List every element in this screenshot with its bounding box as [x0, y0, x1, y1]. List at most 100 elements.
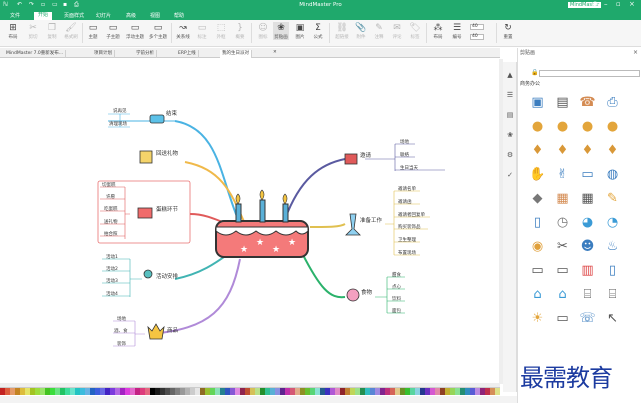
- color-swatch[interactable]: [300, 388, 305, 395]
- color-swatch[interactable]: [205, 388, 210, 395]
- coin-icon[interactable]: ●: [581, 119, 594, 134]
- color-palette[interactable]: [0, 387, 500, 395]
- color-swatch[interactable]: [280, 388, 285, 395]
- monitor-icon[interactable]: ▭: [531, 263, 544, 278]
- clipart-tool-icon[interactable]: ❀: [507, 131, 513, 139]
- color-swatch[interactable]: [40, 388, 45, 395]
- child-node[interactable]: 饮料: [392, 297, 401, 302]
- pencil-icon[interactable]: ✎: [607, 191, 618, 206]
- task-icon[interactable]: ✓: [507, 171, 513, 179]
- comment-button[interactable]: ✉评论: [389, 22, 405, 40]
- undo-icon[interactable]: ↶: [17, 1, 23, 8]
- image-button[interactable]: ▣图片: [292, 22, 308, 40]
- child-node[interactable]: 布置现场: [398, 251, 416, 256]
- color-swatch[interactable]: [305, 388, 310, 395]
- color-swatch[interactable]: [190, 388, 195, 395]
- doc-tab-3[interactable]: 学前分析: [134, 50, 157, 58]
- money-bag-icon[interactable]: ♦: [556, 143, 569, 158]
- color-swatch[interactable]: [445, 388, 450, 395]
- subtopic-button[interactable]: ▭子主题: [106, 23, 120, 40]
- open-icon[interactable]: ▭: [52, 1, 58, 8]
- color-swatch[interactable]: [45, 388, 50, 395]
- color-swatch[interactable]: [390, 388, 395, 395]
- child-node[interactable]: 甜食: [392, 273, 401, 278]
- color-swatch[interactable]: [130, 388, 135, 395]
- reset-button[interactable]: ↻重置: [500, 22, 516, 40]
- laptop-icon[interactable]: ▭: [556, 263, 569, 278]
- color-swatch[interactable]: [65, 388, 70, 395]
- child-node[interactable]: 购买装饰品: [398, 225, 421, 230]
- child-node[interactable]: 邀请者回复单: [398, 213, 425, 218]
- color-swatch[interactable]: [210, 388, 215, 395]
- color-swatch[interactable]: [75, 388, 80, 395]
- chat-icon[interactable]: ◔: [606, 215, 619, 230]
- vertical-scrollbar[interactable]: [499, 59, 503, 384]
- child-node[interactable]: 面包: [392, 309, 401, 314]
- color-swatch[interactable]: [90, 388, 95, 395]
- new-icon[interactable]: ▫: [41, 1, 46, 8]
- coin-icon[interactable]: ●: [556, 119, 569, 134]
- globe-icon[interactable]: ◍: [606, 167, 619, 182]
- color-swatch[interactable]: [165, 388, 170, 395]
- color-swatch[interactable]: [320, 388, 325, 395]
- speech-icon[interactable]: ◕: [581, 215, 594, 230]
- clipart-search-input[interactable]: [539, 70, 640, 77]
- cursor-icon[interactable]: ↖: [607, 311, 618, 326]
- color-swatch[interactable]: [195, 388, 200, 395]
- coin-icon[interactable]: ●: [606, 119, 619, 134]
- branch-title-goods[interactable]: 商品: [167, 328, 179, 334]
- money-bag-icon[interactable]: ♦: [606, 143, 619, 158]
- branch-title-activities[interactable]: 活动安排: [156, 274, 179, 280]
- child-node[interactable]: 活动4: [106, 292, 118, 297]
- callout-button[interactable]: ▭标注: [194, 22, 210, 40]
- color-swatch[interactable]: [200, 388, 205, 395]
- color-swatch[interactable]: [85, 388, 90, 395]
- thumbs-up-icon[interactable]: ✌: [557, 167, 568, 182]
- tablet-icon[interactable]: ▯: [608, 263, 617, 278]
- color-swatch[interactable]: [240, 388, 245, 395]
- color-swatch[interactable]: [155, 388, 160, 395]
- floating-topic-button[interactable]: ▭浮动主题: [126, 23, 144, 40]
- color-swatch[interactable]: [470, 388, 475, 395]
- font-size-field-1[interactable]: 40: [470, 24, 484, 30]
- color-swatch[interactable]: [335, 388, 340, 395]
- color-swatch[interactable]: [475, 388, 480, 395]
- color-swatch[interactable]: [70, 388, 75, 395]
- tablet-icon[interactable]: ▯: [533, 215, 542, 230]
- doc-tab-4[interactable]: ERP上线: [176, 50, 199, 58]
- color-swatch[interactable]: [430, 388, 435, 395]
- summary-button[interactable]: }概要: [232, 22, 248, 40]
- color-swatch[interactable]: [360, 388, 365, 395]
- color-swatch[interactable]: [105, 388, 110, 395]
- color-swatch[interactable]: [140, 388, 145, 395]
- money-bag-icon[interactable]: ♦: [531, 143, 544, 158]
- color-swatch[interactable]: [260, 388, 265, 395]
- color-swatch[interactable]: [220, 388, 225, 395]
- menu-file[interactable]: 文件: [10, 13, 21, 19]
- color-swatch[interactable]: [145, 388, 150, 395]
- tag-button[interactable]: 🏷标签: [407, 22, 423, 40]
- alarm-icon[interactable]: ◉: [531, 239, 544, 254]
- relationship-button[interactable]: ↝关系线: [176, 23, 190, 40]
- color-swatch[interactable]: [380, 388, 385, 395]
- color-swatch[interactable]: [375, 388, 380, 395]
- color-swatch[interactable]: [455, 388, 460, 395]
- color-swatch[interactable]: [15, 388, 20, 395]
- close-icon[interactable]: ×: [629, 0, 635, 8]
- color-swatch[interactable]: [385, 388, 390, 395]
- menu-help[interactable]: 帮助: [174, 13, 185, 19]
- color-swatch[interactable]: [415, 388, 420, 395]
- print-icon[interactable]: ⎙: [74, 1, 79, 8]
- color-swatch[interactable]: [490, 388, 495, 395]
- note-button[interactable]: ✎注释: [371, 22, 387, 40]
- printer-icon[interactable]: ⎙: [607, 95, 618, 110]
- diamond-icon[interactable]: ◆: [532, 191, 543, 206]
- color-swatch[interactable]: [245, 388, 250, 395]
- color-swatch[interactable]: [225, 388, 230, 395]
- color-swatch[interactable]: [30, 388, 35, 395]
- color-swatch[interactable]: [485, 388, 490, 395]
- thumbs-down-icon[interactable]: ✋: [529, 167, 546, 182]
- color-swatch[interactable]: [60, 388, 65, 395]
- layout-button[interactable]: ⊞布局: [5, 22, 21, 40]
